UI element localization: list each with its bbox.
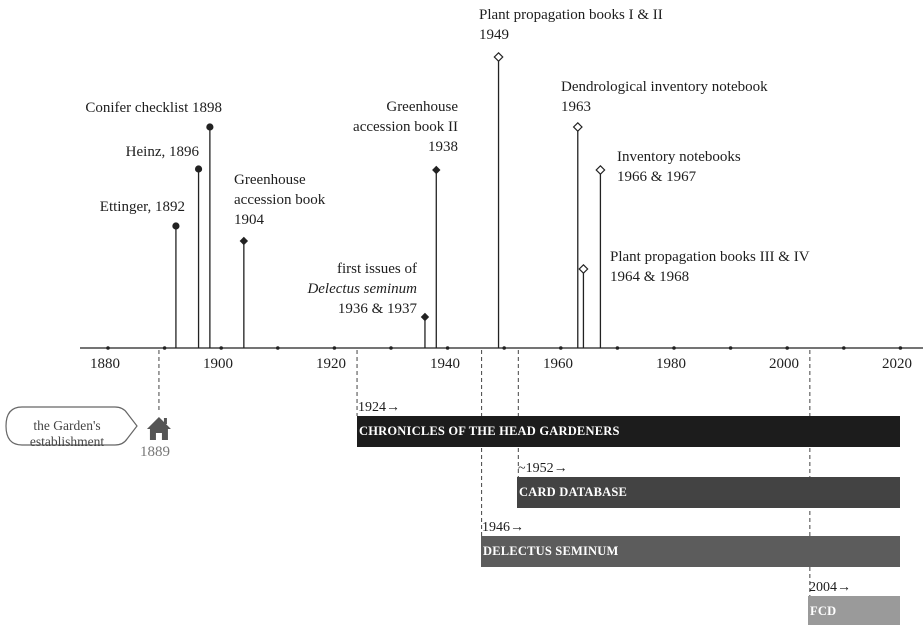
event-marker-heinz <box>194 165 203 173</box>
fcd-start-label: 2004→ <box>809 580 851 595</box>
tick-label-1940: 1940 <box>430 356 460 372</box>
event-marker-ettinger <box>172 222 180 230</box>
axis-tick-1930 <box>389 346 393 350</box>
label-propagation34: Plant propagation books III & IV 1964 & … <box>610 249 810 285</box>
axis-tick-1900 <box>219 346 223 350</box>
event-marker-propagation34 <box>578 263 589 275</box>
label-inventory: Inventory notebooks 1966 & 1967 <box>617 149 741 185</box>
event-marker-propagation12 <box>493 51 504 63</box>
event-marker-greenhouse2 <box>432 165 441 175</box>
event-marker-greenhouse1 <box>239 236 249 246</box>
axis-tick-1950 <box>502 346 507 350</box>
tick-label-2020: 2020 <box>882 356 912 372</box>
period-bar-delectus-seminum: DELECTUS SEMINUM <box>481 536 900 567</box>
house-chimney <box>163 418 167 424</box>
label-heinz: Heinz, 1896 <box>125 144 199 160</box>
tick-label-2000: 2000 <box>769 356 799 372</box>
event-marker-delectus-first <box>420 312 430 322</box>
establishment-callout-text: the Garden's establishment <box>29 418 105 449</box>
establishment-callout <box>5 406 138 446</box>
axis-tick-1970 <box>615 346 620 350</box>
period-bar-chronicles: CHRONICLES OF THE HEAD GARDENERS <box>357 416 900 447</box>
delectus-start-label: 1946→ <box>482 520 524 535</box>
period-bar-card-database: CARD DATABASE <box>517 477 900 508</box>
axis-tick-1980 <box>672 346 676 350</box>
label-conifer: Conifer checklist 1898 <box>85 100 222 116</box>
tick-label-1980: 1980 <box>656 356 686 372</box>
tick-label-1880: 1880 <box>90 356 120 372</box>
event-marker-inventory <box>595 164 606 176</box>
event-marker-dendro <box>572 121 583 133</box>
tick-label-1900: 1900 <box>203 356 233 372</box>
event-marker-conifer <box>206 123 214 131</box>
label-greenhouse1: Greenhouse accession book 1904 <box>234 172 326 228</box>
axis-tick-1880 <box>106 346 110 350</box>
label-delectus-first: first issues of Delectus seminum 1936 & … <box>307 261 417 317</box>
axis-tick-1940 <box>445 346 450 350</box>
axis-tick-1960 <box>559 346 563 350</box>
establishment-year: 1889 <box>140 444 170 460</box>
axis-tick-2010 <box>842 346 846 350</box>
axis-tick-1910 <box>276 346 280 350</box>
period-bar-fcd: FCD <box>808 596 900 625</box>
label-ettinger: Ettinger, 1892 <box>99 199 185 215</box>
axis-tick-1920 <box>332 346 337 350</box>
house-icon <box>146 417 171 440</box>
tick-label-1920: 1920 <box>316 356 346 372</box>
axis-tick-2000 <box>785 346 789 350</box>
chronicles-start-label: 1924→ <box>358 400 400 415</box>
card-db-start-label: ~1952→ <box>518 461 568 476</box>
axis-tick-2020 <box>898 346 903 350</box>
label-dendro: Dendrological inventory notebook 1963 <box>561 79 768 115</box>
label-greenhouse2: Greenhouse accession book II 1938 <box>353 99 458 155</box>
axis-tick-1890 <box>162 346 167 350</box>
label-propagation12: Plant propagation books I & II 1949 <box>479 7 663 43</box>
axis-tick-1990 <box>728 346 733 350</box>
tick-label-1960: 1960 <box>543 356 573 372</box>
